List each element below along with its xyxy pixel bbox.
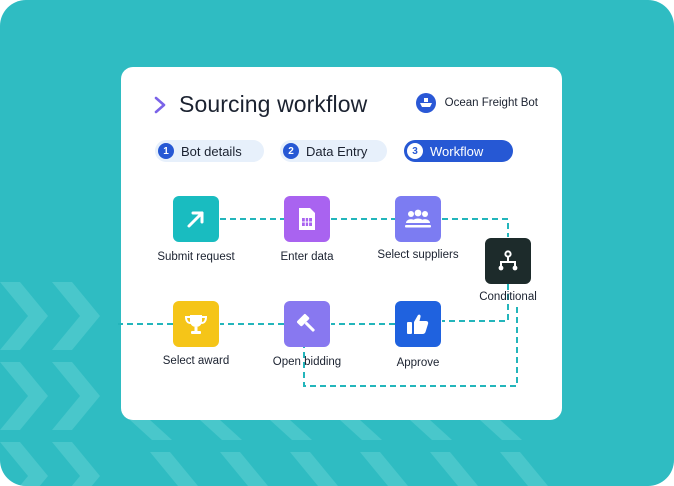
step-number: 1 [158, 143, 174, 159]
node-submit-request[interactable] [173, 196, 219, 242]
node-label-enter-data: Enter data [280, 251, 334, 263]
step-number: 2 [283, 143, 299, 159]
page-title: Sourcing workflow [179, 91, 368, 117]
step-label: Data Entry [306, 143, 368, 159]
arrow-up-right-icon [173, 196, 219, 242]
thumbs-up-icon [395, 301, 441, 347]
bot-name: Ocean Freight Bot [444, 97, 538, 109]
node-label-select-suppliers: Select suppliers [377, 249, 459, 261]
node-open-bidding[interactable] [284, 301, 330, 347]
chevron-right-icon [154, 96, 166, 113]
node-label-conditional: Conditional [479, 291, 537, 303]
tab-data-entry[interactable]: 2 Data Entry [280, 140, 387, 162]
node-label-submit-request: Submit request [157, 251, 235, 263]
bot-badge[interactable]: Ocean Freight Bot [415, 93, 538, 113]
node-enter-data[interactable] [284, 196, 330, 242]
node-label-approve: Approve [396, 357, 440, 369]
node-label-open-bidding: Open bidding [272, 356, 342, 368]
gavel-icon [284, 301, 330, 347]
node-approve[interactable] [395, 301, 441, 347]
tab-workflow[interactable]: 3 Workflow [404, 140, 513, 162]
group-icon [395, 196, 441, 242]
node-conditional[interactable] [485, 238, 531, 284]
step-number: 3 [407, 143, 423, 159]
node-label-select-award: Select award [162, 355, 230, 367]
branch-icon [485, 238, 531, 284]
step-label: Workflow [430, 143, 484, 159]
spreadsheet-icon [284, 196, 330, 242]
trophy-icon [173, 301, 219, 347]
node-select-suppliers[interactable] [395, 196, 441, 242]
ship-icon [415, 93, 436, 113]
tab-bot-details[interactable]: 1 Bot details [155, 140, 264, 162]
node-select-award[interactable] [173, 301, 219, 347]
step-label: Bot details [181, 143, 242, 159]
